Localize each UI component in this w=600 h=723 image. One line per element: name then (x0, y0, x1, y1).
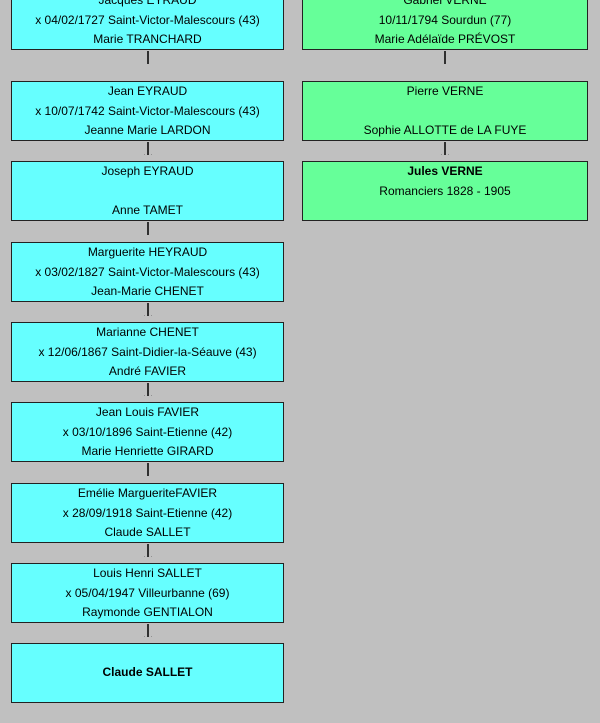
person-name: Emélie MargueriteFAVIER (77, 486, 218, 500)
left-down-arrow-icon (143, 624, 152, 637)
left-down-arrow-icon (146, 51, 149, 64)
spouse-name: Anne TAMET (112, 202, 183, 217)
left-down-arrow-icon (143, 303, 152, 316)
marriage-info: x 04/02/1727 Saint-Victor-Malescours (43… (35, 12, 260, 27)
person-name: Marianne CHENET (96, 325, 199, 339)
person-name: Marguerite HEYRAUD (87, 245, 208, 259)
marriage-info: 10/11/1794 Sourdun (77) (378, 12, 512, 27)
left-person-box: Claude SALLET (11, 643, 284, 703)
right-down-arrow-icon (444, 51, 446, 64)
marriage-info: x 28/09/1918 Saint-Etienne (42) (62, 505, 233, 520)
left-person-box: Jacques EYRAUD x 04/02/1727 Saint-Victor-… (11, 0, 284, 50)
left-down-arrow-icon (143, 142, 152, 155)
left-person-box: Marguerite HEYRAUD x 03/02/1827 Saint-Vic… (11, 242, 284, 302)
left-person-box: Emélie MargueriteFAVIER x 28/09/1918 Sain… (11, 483, 284, 543)
marriage-info: x 05/04/1947 Villeurbanne (69) (65, 585, 230, 600)
left-down-arrow-icon (146, 222, 149, 235)
marriage-info: x 12/06/1867 Saint-Didier-la-Séauve (43) (38, 344, 257, 359)
spouse-name: Sophie ALLOTTE de LA FUYE (363, 122, 527, 137)
spouse-name: Jeanne Marie LARDON (84, 123, 211, 137)
right-person-box: Jules VERNE Romanciers 1828 - 1905 (302, 161, 588, 221)
right-person-box: Pierre VERNE Sophie ALLOTTE de LA FUYE (302, 81, 588, 141)
person-name: Claude SALLET (102, 665, 193, 680)
spouse-name: Marie TRANCHARD (93, 32, 202, 46)
marriage-info: x 03/02/1827 Saint-Victor-Malescours (43… (35, 264, 260, 279)
left-person-box: Marianne CHENET x 12/06/1867 Saint-Didier… (11, 322, 284, 382)
spouse-name: Marie Adélaïde PRÉVOST (374, 32, 516, 46)
person-name: Jean EYRAUD (107, 84, 188, 98)
person-name: Jean Louis FAVIER (95, 405, 200, 419)
left-person-box: Joseph EYRAUD Anne TAMET (11, 161, 284, 221)
person-name: Gabriel VERNE (403, 0, 487, 7)
left-down-arrow-icon (146, 463, 149, 476)
person-name: Louis Henri SALLET (93, 566, 202, 580)
spouse-name: Raymonde GENTIALON (82, 605, 213, 619)
left-down-arrow-icon (143, 544, 152, 557)
spouse-name: Jean-Marie CHENET (91, 284, 204, 298)
marriage-info: x 03/10/1896 Saint-Etienne (42) (62, 424, 233, 439)
left-down-arrow-icon (143, 383, 152, 396)
left-person-box: Louis Henri SALLET x 05/04/1947 Villeurba… (11, 563, 284, 623)
marriage-info: Romanciers 1828 - 1905 (379, 183, 511, 198)
right-down-arrow-icon (441, 142, 449, 155)
spouse-name: Claude SALLET (104, 525, 191, 539)
right-person-box: Gabriel VERNE 10/11/1794 Sourdun (77) Mari… (302, 0, 588, 50)
spouse-name: André FAVIER (108, 364, 187, 378)
spouse-name: Marie Henriette GIRARD (81, 444, 214, 458)
person-name: Jacques EYRAUD (98, 0, 197, 7)
person-name: Pierre VERNE (406, 84, 484, 98)
left-person-box: Jean Louis FAVIER x 03/10/1896 Saint-Etie… (11, 402, 284, 462)
person-name: Jules VERNE (407, 164, 483, 178)
left-person-box: Jean EYRAUD x 10/07/1742 Saint-Victor-Mal… (11, 81, 284, 141)
person-name: Joseph EYRAUD (101, 164, 194, 178)
marriage-info: x 10/07/1742 Saint-Victor-Malescours (43… (35, 103, 260, 118)
